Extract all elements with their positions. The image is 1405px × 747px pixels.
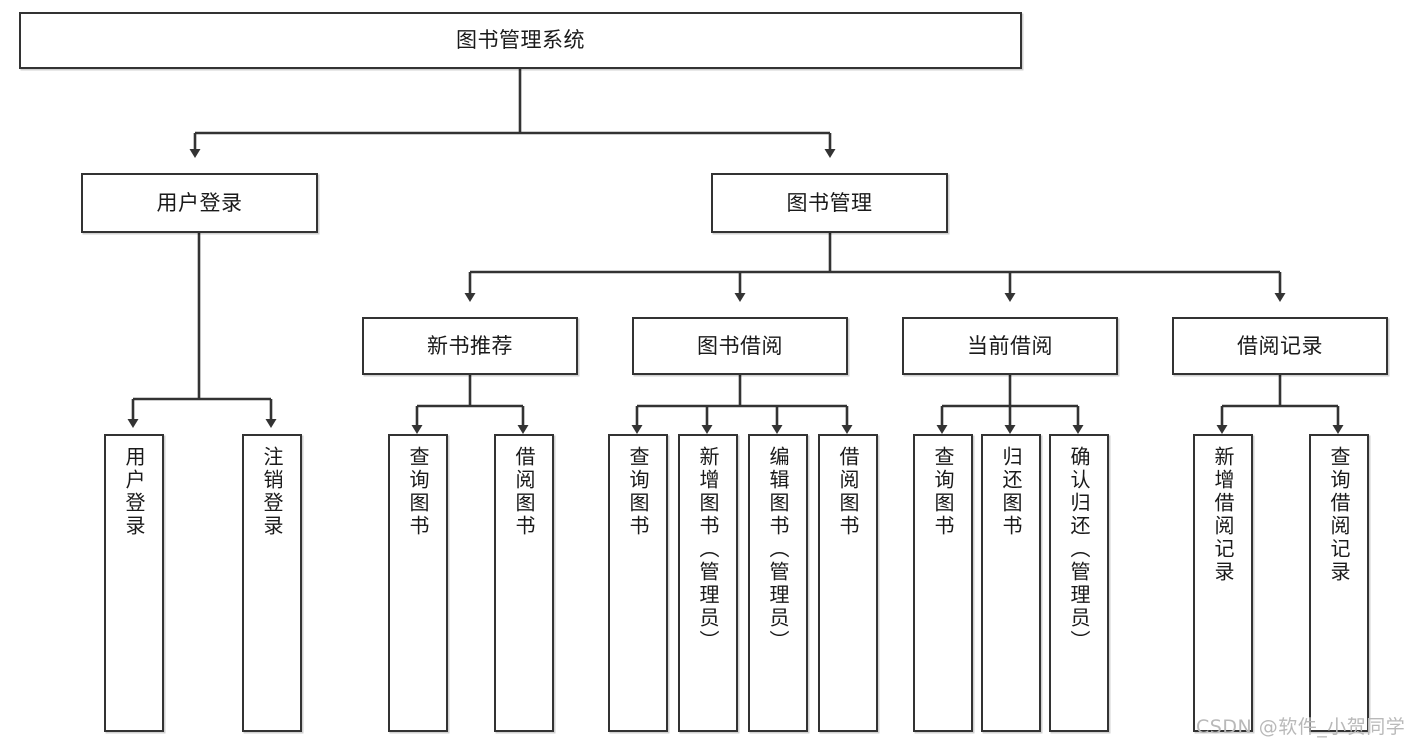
node-root-system[interactable]: 图书管理系统 xyxy=(19,12,1022,69)
node-label: 借阅图书 xyxy=(512,446,536,538)
node-label: 查询借阅记录 xyxy=(1327,446,1351,584)
node-label: 注销登录 xyxy=(260,446,284,538)
node-label: 新增借阅记录 xyxy=(1211,446,1235,584)
watermark-text: CSDN @软件_小贺同学 xyxy=(1196,716,1405,738)
leaf-book-borrow-borrow[interactable]: 借阅图书 xyxy=(818,434,878,732)
node-label: 编辑图书（管理员） xyxy=(766,446,790,653)
leaf-current-borrow-confirm[interactable]: 确认归还（管理员） xyxy=(1049,434,1109,732)
leaf-user-login-login[interactable]: 用户登录 xyxy=(104,434,164,732)
leaf-user-login-logout[interactable]: 注销登录 xyxy=(242,434,302,732)
leaf-borrow-record-query[interactable]: 查询借阅记录 xyxy=(1309,434,1369,732)
node-user-login[interactable]: 用户登录 xyxy=(81,173,318,233)
node-label: 新增图书（管理员） xyxy=(696,446,720,653)
leaf-new-book-query[interactable]: 查询图书 xyxy=(388,434,448,732)
node-label: 查询图书 xyxy=(626,446,650,538)
leaf-current-borrow-return[interactable]: 归还图书 xyxy=(981,434,1041,732)
node-label: 确认归还（管理员） xyxy=(1067,446,1091,653)
node-label: 用户登录 xyxy=(122,446,146,538)
leaf-borrow-record-add[interactable]: 新增借阅记录 xyxy=(1193,434,1253,732)
node-label: 借阅图书 xyxy=(836,446,860,538)
node-label: 新书推荐 xyxy=(427,333,513,358)
node-label: 归还图书 xyxy=(999,446,1023,538)
node-label: 图书管理 xyxy=(786,190,873,215)
leaf-current-borrow-query[interactable]: 查询图书 xyxy=(913,434,973,732)
leaf-book-borrow-add[interactable]: 新增图书（管理员） xyxy=(678,434,738,732)
node-label: 当前借阅 xyxy=(967,333,1053,358)
node-book-borrow[interactable]: 图书借阅 xyxy=(632,317,848,375)
node-new-book-recommend[interactable]: 新书推荐 xyxy=(362,317,578,375)
node-label: 查询图书 xyxy=(406,446,430,538)
node-label: 图书借阅 xyxy=(697,333,783,358)
node-borrow-record[interactable]: 借阅记录 xyxy=(1172,317,1388,375)
node-current-borrow[interactable]: 当前借阅 xyxy=(902,317,1118,375)
leaf-book-borrow-query[interactable]: 查询图书 xyxy=(608,434,668,732)
node-label: 图书管理系统 xyxy=(456,28,585,53)
node-book-manage[interactable]: 图书管理 xyxy=(711,173,948,233)
node-label: 借阅记录 xyxy=(1237,333,1323,358)
leaf-book-borrow-edit[interactable]: 编辑图书（管理员） xyxy=(748,434,808,732)
leaf-new-book-borrow[interactable]: 借阅图书 xyxy=(494,434,554,732)
node-label: 用户登录 xyxy=(156,190,243,215)
node-label: 查询图书 xyxy=(931,446,955,538)
